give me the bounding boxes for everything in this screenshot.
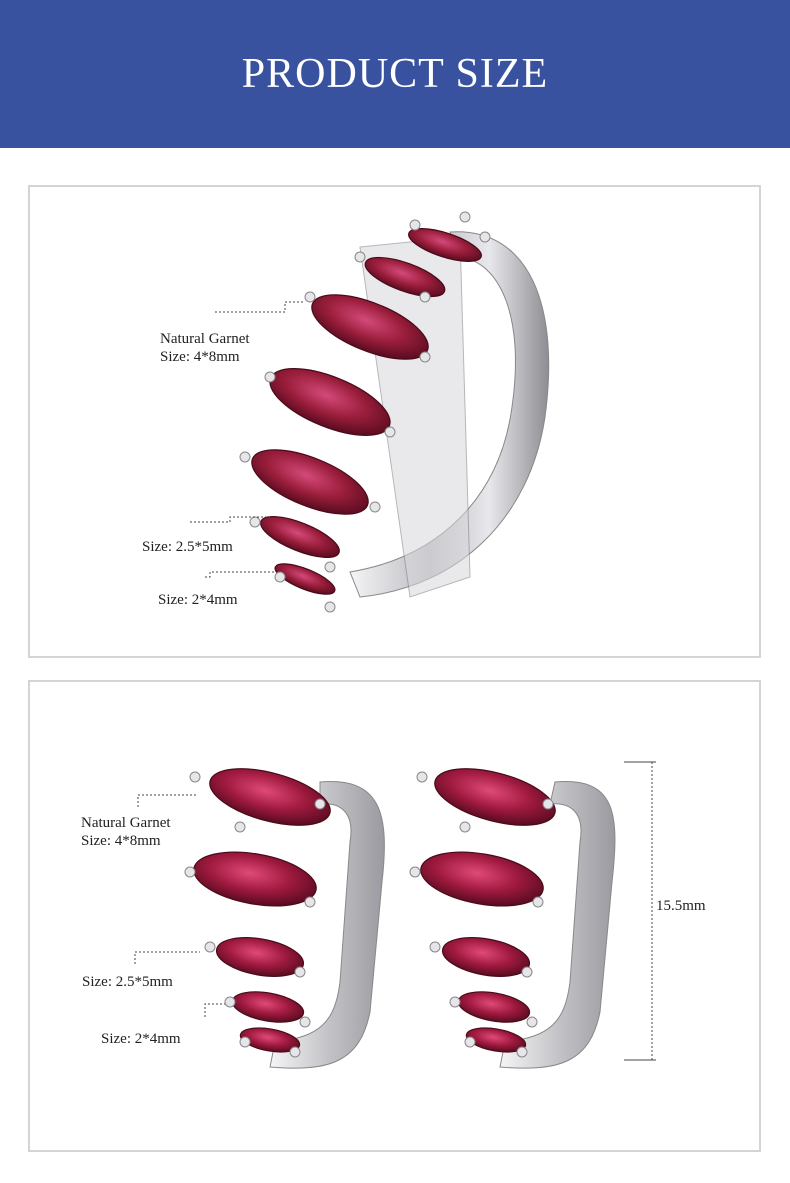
header-banner: PRODUCT SIZE xyxy=(0,0,790,148)
ring-band xyxy=(349,231,550,598)
ring-garnet-name: Natural Garnet xyxy=(160,331,250,347)
earrings-image xyxy=(134,761,656,1069)
ring-small-size-label: Size: 2*4mm xyxy=(158,592,238,608)
gem-2 xyxy=(364,256,446,298)
earrings-garnet-name: Natural Garnet xyxy=(81,815,171,831)
gem-7 xyxy=(274,563,336,595)
earrings-mid-size-label: Size: 2.5*5mm xyxy=(82,974,173,990)
ring-panel: Natural Garnet Size: 4*8mm Size: 2.5*5mm… xyxy=(28,185,761,658)
ring-garnet-label: Natural Garnet Size: 4*8mm xyxy=(160,330,250,366)
earrings-garnet-size: Size: 4*8mm xyxy=(81,833,161,849)
earrings-garnet-label: Natural Garnet Size: 4*8mm xyxy=(81,814,171,850)
ring-garnet-size: Size: 4*8mm xyxy=(160,349,240,365)
height-dimension-line xyxy=(624,761,656,1061)
gem-3 xyxy=(311,294,429,360)
gem-6 xyxy=(260,516,340,558)
ring-image xyxy=(190,211,550,613)
ring-mid-size-label: Size: 2.5*5mm xyxy=(142,539,233,555)
earrings-height-label: 15.5mm xyxy=(656,898,706,914)
right-earring xyxy=(409,768,616,1069)
page-title: PRODUCT SIZE xyxy=(241,51,549,97)
left-earring xyxy=(184,768,385,1069)
earrings-panel: Natural Garnet Size: 4*8mm Size: 2.5*5mm… xyxy=(28,680,761,1152)
earrings-small-size-label: Size: 2*4mm xyxy=(101,1031,181,1047)
gem-5 xyxy=(251,449,369,515)
gem-1 xyxy=(408,228,482,262)
